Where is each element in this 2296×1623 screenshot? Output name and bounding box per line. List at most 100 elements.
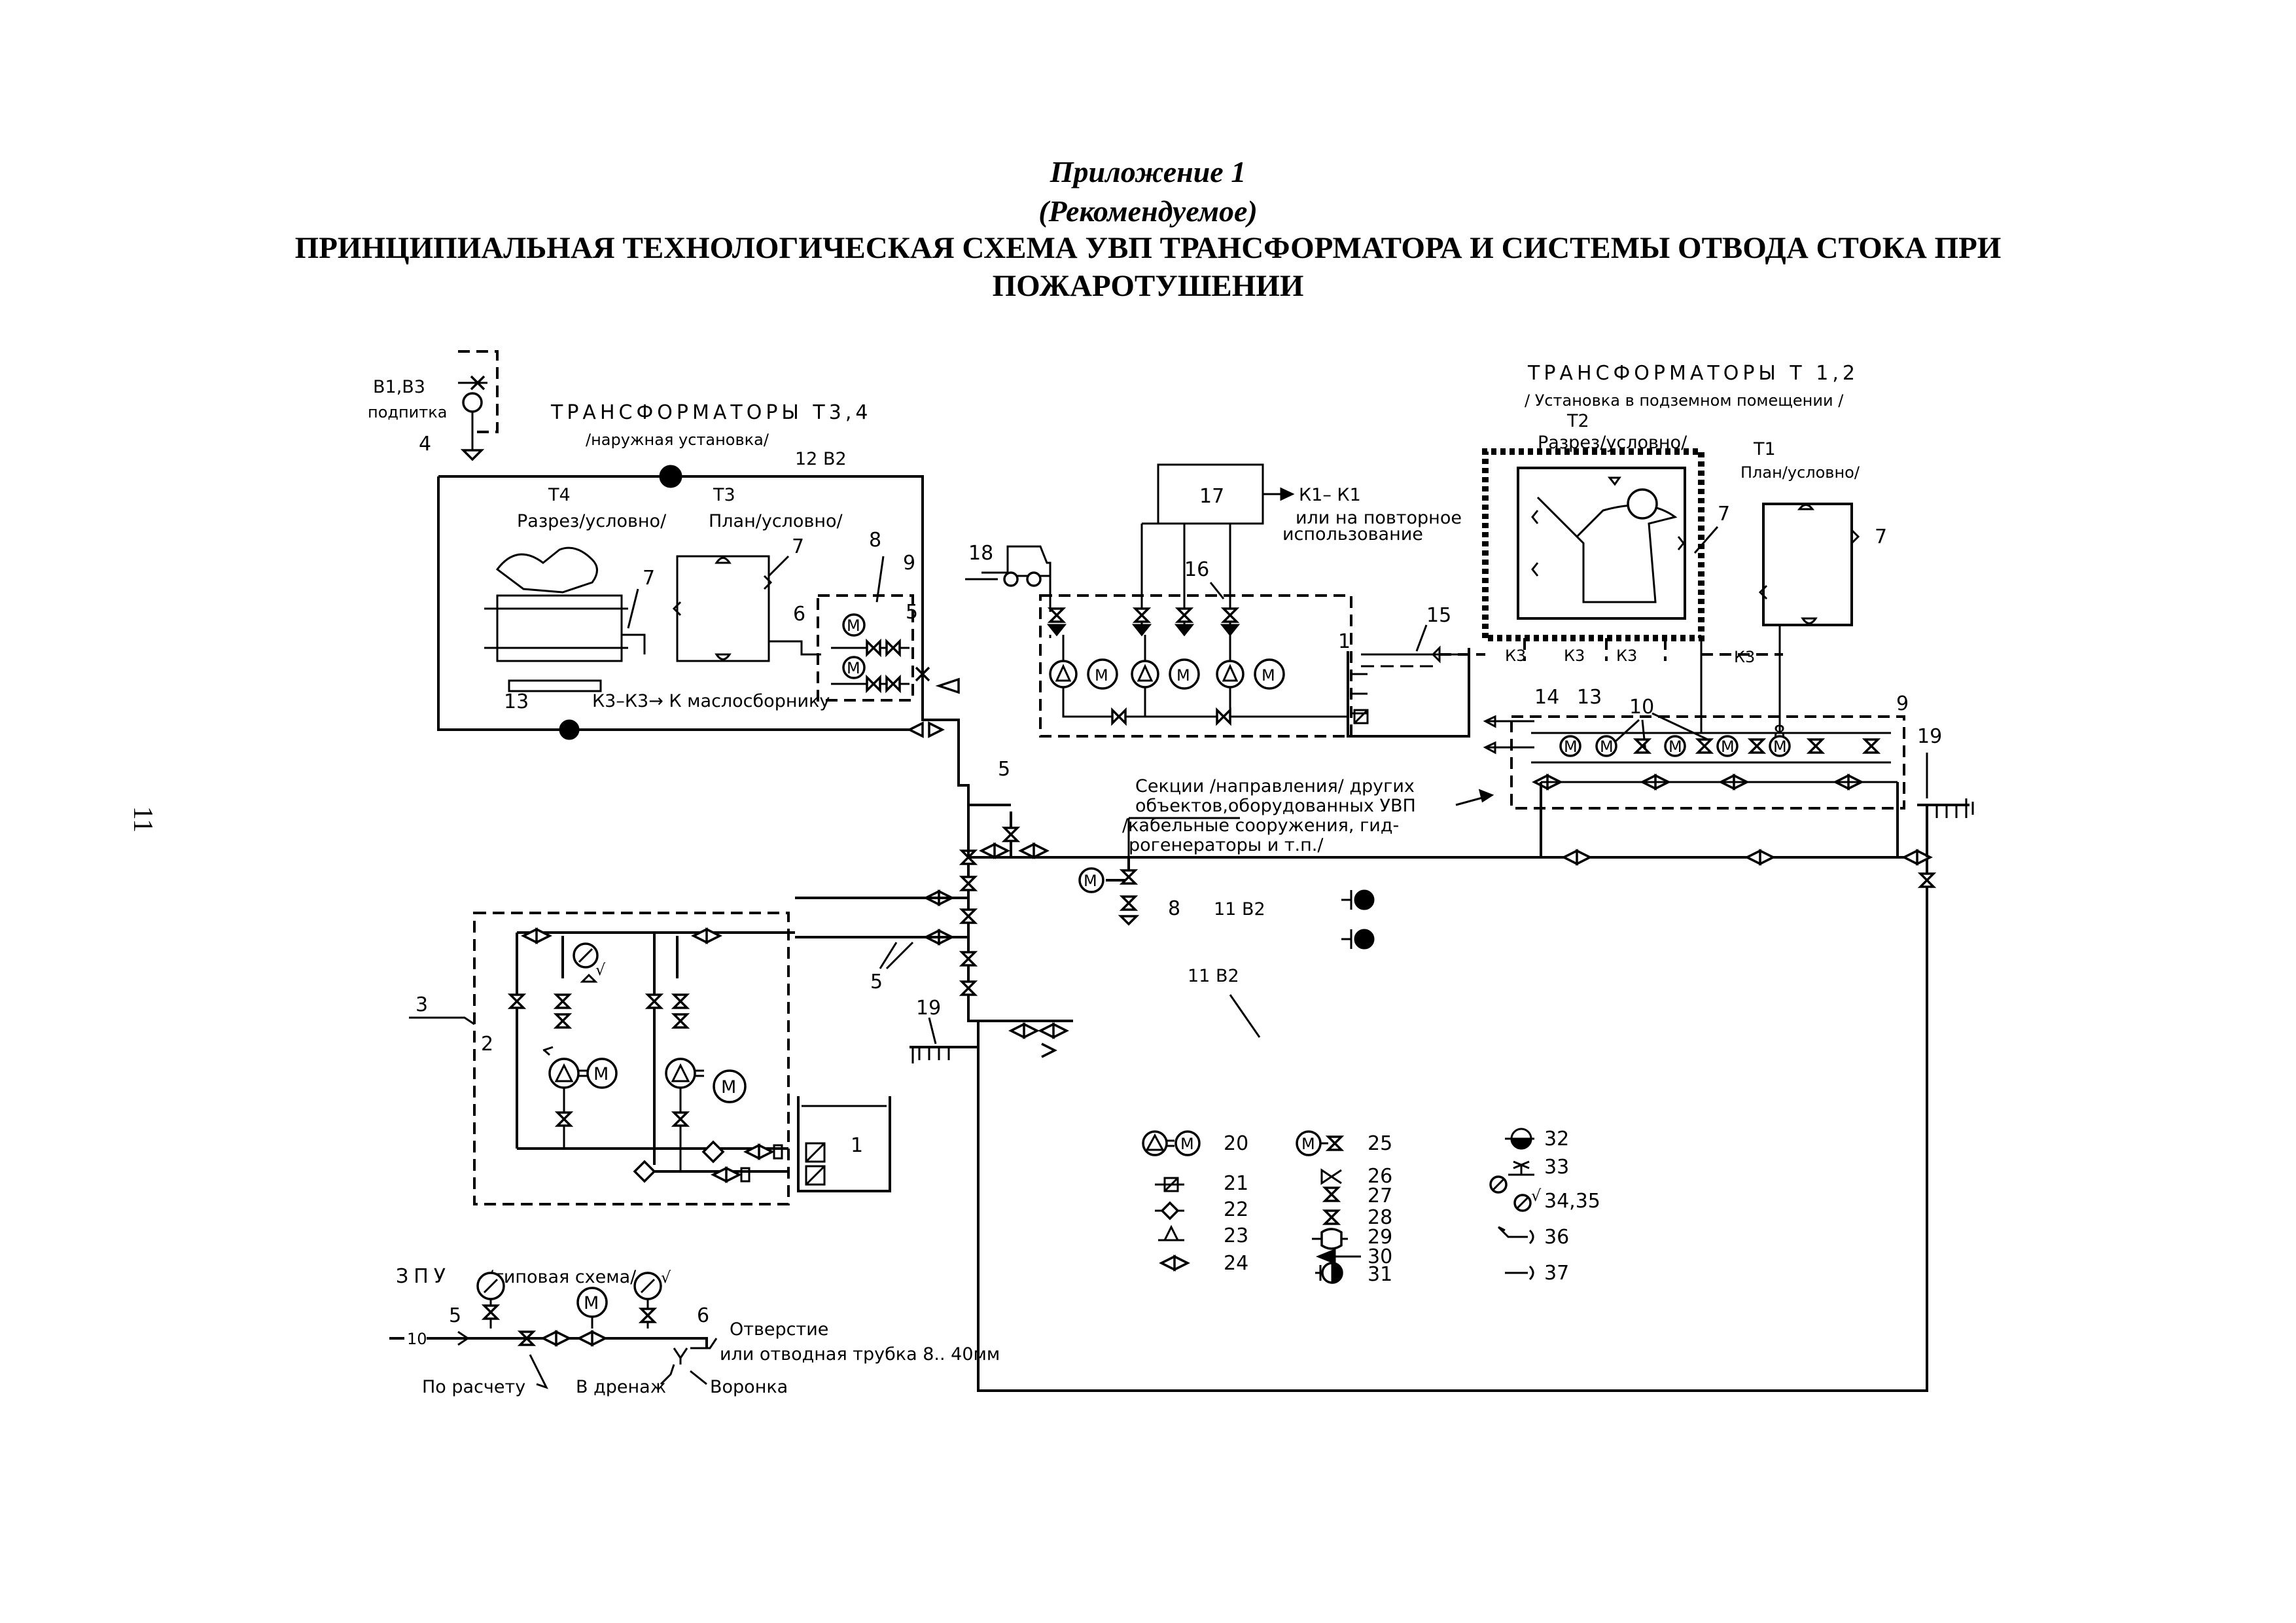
truck-number: 18 xyxy=(968,542,993,565)
legend-item-20: M 20 xyxy=(1142,1130,1248,1156)
makeup-node: B1,B3 подпитка 4 xyxy=(368,350,499,461)
legend-item-24: 24 xyxy=(1159,1252,1248,1275)
t3-caption: План/условно/ xyxy=(709,511,843,531)
tank-number: 15 xyxy=(1426,604,1451,627)
t12-n10: 10 xyxy=(1629,696,1654,719)
t1-n7: 7 xyxy=(1875,526,1887,548)
legend-item-23: 23 xyxy=(1158,1224,1248,1247)
svg-text:M: M xyxy=(1084,872,1097,890)
pump-group-number: 3 xyxy=(415,993,428,1016)
t2-label: Т2 xyxy=(1566,411,1589,431)
main-11-b2 xyxy=(968,856,1928,1392)
t34-ring-label: 12 B2 xyxy=(795,449,847,469)
legend-label-24: 24 xyxy=(1224,1252,1248,1275)
zpu-by-calc: По расчету xyxy=(422,1377,525,1397)
nozzle-n19: 19 xyxy=(916,997,941,1020)
legend-label-32: 32 xyxy=(1544,1128,1569,1150)
legend-item-31: 31 xyxy=(1315,1262,1392,1286)
pump-station-enclosure xyxy=(1039,594,1352,738)
svg-text:M: M xyxy=(847,616,860,635)
legend-item-30: 30 xyxy=(1315,1245,1392,1268)
t3-n6: 6 xyxy=(793,603,805,626)
reuse-line1: или на повторное xyxy=(1296,508,1462,528)
svg-text:M: M xyxy=(721,1077,736,1097)
underground-room xyxy=(1482,448,1704,641)
legend-label-26: 26 xyxy=(1368,1165,1392,1188)
t2-n7: 7 xyxy=(1718,503,1730,526)
zpu-scheme: ЗПУ /типовая схема/ 10 10 5 M √ 6 Отверс… xyxy=(389,1265,1000,1397)
t34-block: ТРАНСФОРМАТОРЫ Т3,4 /наружная установка/… xyxy=(437,401,924,740)
legend-label-37: 37 xyxy=(1544,1262,1569,1285)
legend-item-22: 22 xyxy=(1155,1198,1248,1221)
legend-item-21: 21 xyxy=(1155,1172,1248,1195)
svg-text:M: M xyxy=(1176,666,1190,685)
legend: M 20 21 22 23 24 M 25 xyxy=(1142,1128,1600,1286)
ring-main-12 xyxy=(437,475,924,731)
legend-label-30: 30 xyxy=(1368,1245,1392,1268)
legend-label-25: 25 xyxy=(1368,1132,1392,1155)
legend-label-22: 22 xyxy=(1224,1198,1248,1221)
t12-title: ТРАНСФОРМАТОРЫ Т 1,2 xyxy=(1527,362,1859,385)
t4-caption: Разрез/условно/ xyxy=(517,511,667,531)
motor-valve-1-icon xyxy=(842,613,866,637)
legend-item-25: M 25 xyxy=(1296,1130,1392,1156)
pump-a-icon xyxy=(548,1058,580,1089)
legend-item-26: 26 xyxy=(1320,1165,1392,1188)
t4-transformer-shape xyxy=(495,546,598,594)
nozzle-19-left: 19 xyxy=(910,997,978,1063)
svg-text:M: M xyxy=(1564,738,1578,756)
svg-text:M: M xyxy=(1095,666,1108,685)
svg-text:M: M xyxy=(593,1064,609,1084)
svg-text:M: M xyxy=(1600,738,1614,756)
t12-n14: 14 xyxy=(1534,686,1559,709)
main-n5: 5 xyxy=(870,971,883,993)
t34-title: ТРАНСФОРМАТОРЫ Т3,4 xyxy=(550,401,872,424)
t12-n19: 19 xyxy=(1917,725,1942,748)
t12-block: ТРАНСФОРМАТОРЫ Т 1,2 / Установка в подзе… xyxy=(1431,362,1974,888)
t1-label: Т1 xyxy=(1753,439,1776,459)
k3-b: К3 xyxy=(1564,647,1585,665)
t12-subtitle: / Установка в подземном помещении / xyxy=(1525,391,1844,410)
legend-item-36: 36 xyxy=(1497,1226,1569,1249)
legend-label-23: 23 xyxy=(1224,1224,1248,1247)
legend-label-20: 20 xyxy=(1224,1132,1248,1155)
main-b2-label: 11 B2 xyxy=(1188,966,1239,986)
sections-note-line2: объектов,оборудованных УВП xyxy=(1135,796,1416,816)
svg-text:M: M xyxy=(1773,738,1787,756)
reuse-line2: использование xyxy=(1282,524,1423,544)
zpu-funnel: Воронка xyxy=(710,1377,788,1397)
zpu-pipe-label-text: 10 xyxy=(407,1330,427,1348)
t34-n5: 5 xyxy=(906,601,918,624)
tank-n1: 1 xyxy=(1338,630,1351,653)
k3-d: К3 xyxy=(1734,648,1755,666)
t12-n9: 9 xyxy=(1896,692,1909,715)
t12-n13: 13 xyxy=(1577,686,1602,709)
svg-text:M: M xyxy=(847,659,860,677)
appendix-title: Приложение 1 xyxy=(1050,155,1246,188)
t34-drain-label: К3–К3→ К маслосборнику xyxy=(592,691,830,711)
t3-transformer xyxy=(676,555,770,662)
zpu-hole-line2: или отводная трубка 8.. 40мм xyxy=(720,1344,1000,1364)
svg-text:M: M xyxy=(1669,738,1682,756)
legend-label-29: 29 xyxy=(1368,1226,1392,1249)
zpu-n6: 6 xyxy=(697,1304,709,1327)
t1-caption: План/условно/ xyxy=(1740,463,1860,482)
fire-hydrant-bottom xyxy=(559,719,580,740)
pump-group-3: 3 2 √ M M xyxy=(409,912,891,1205)
legend-label-36: 36 xyxy=(1544,1226,1569,1249)
zpu-caption: /типовая схема/ xyxy=(487,1267,637,1287)
legend-label-27: 27 xyxy=(1368,1185,1392,1207)
pump-station: 17 К1– К1 или на повторное использование… xyxy=(965,463,1470,738)
k1-label: К1– К1 xyxy=(1299,485,1361,505)
pump-group-enclosure xyxy=(473,912,790,1205)
fire-hydrant-top xyxy=(659,465,682,488)
legend-item-29: 29 xyxy=(1312,1226,1392,1250)
zpu-title: ЗПУ xyxy=(396,1265,451,1288)
k3-c: К3 xyxy=(1616,647,1637,665)
legend-item-34-35: √ 34,35 xyxy=(1489,1175,1600,1213)
sections-note-line4: рогенераторы и т.п./ xyxy=(1129,835,1324,855)
makeup-number: 4 xyxy=(419,433,431,455)
svg-text:M: M xyxy=(1262,666,1275,685)
zpu-hole-line1: Отверстие xyxy=(730,1319,828,1340)
zpu-to-drain: В дренаж xyxy=(576,1377,666,1397)
